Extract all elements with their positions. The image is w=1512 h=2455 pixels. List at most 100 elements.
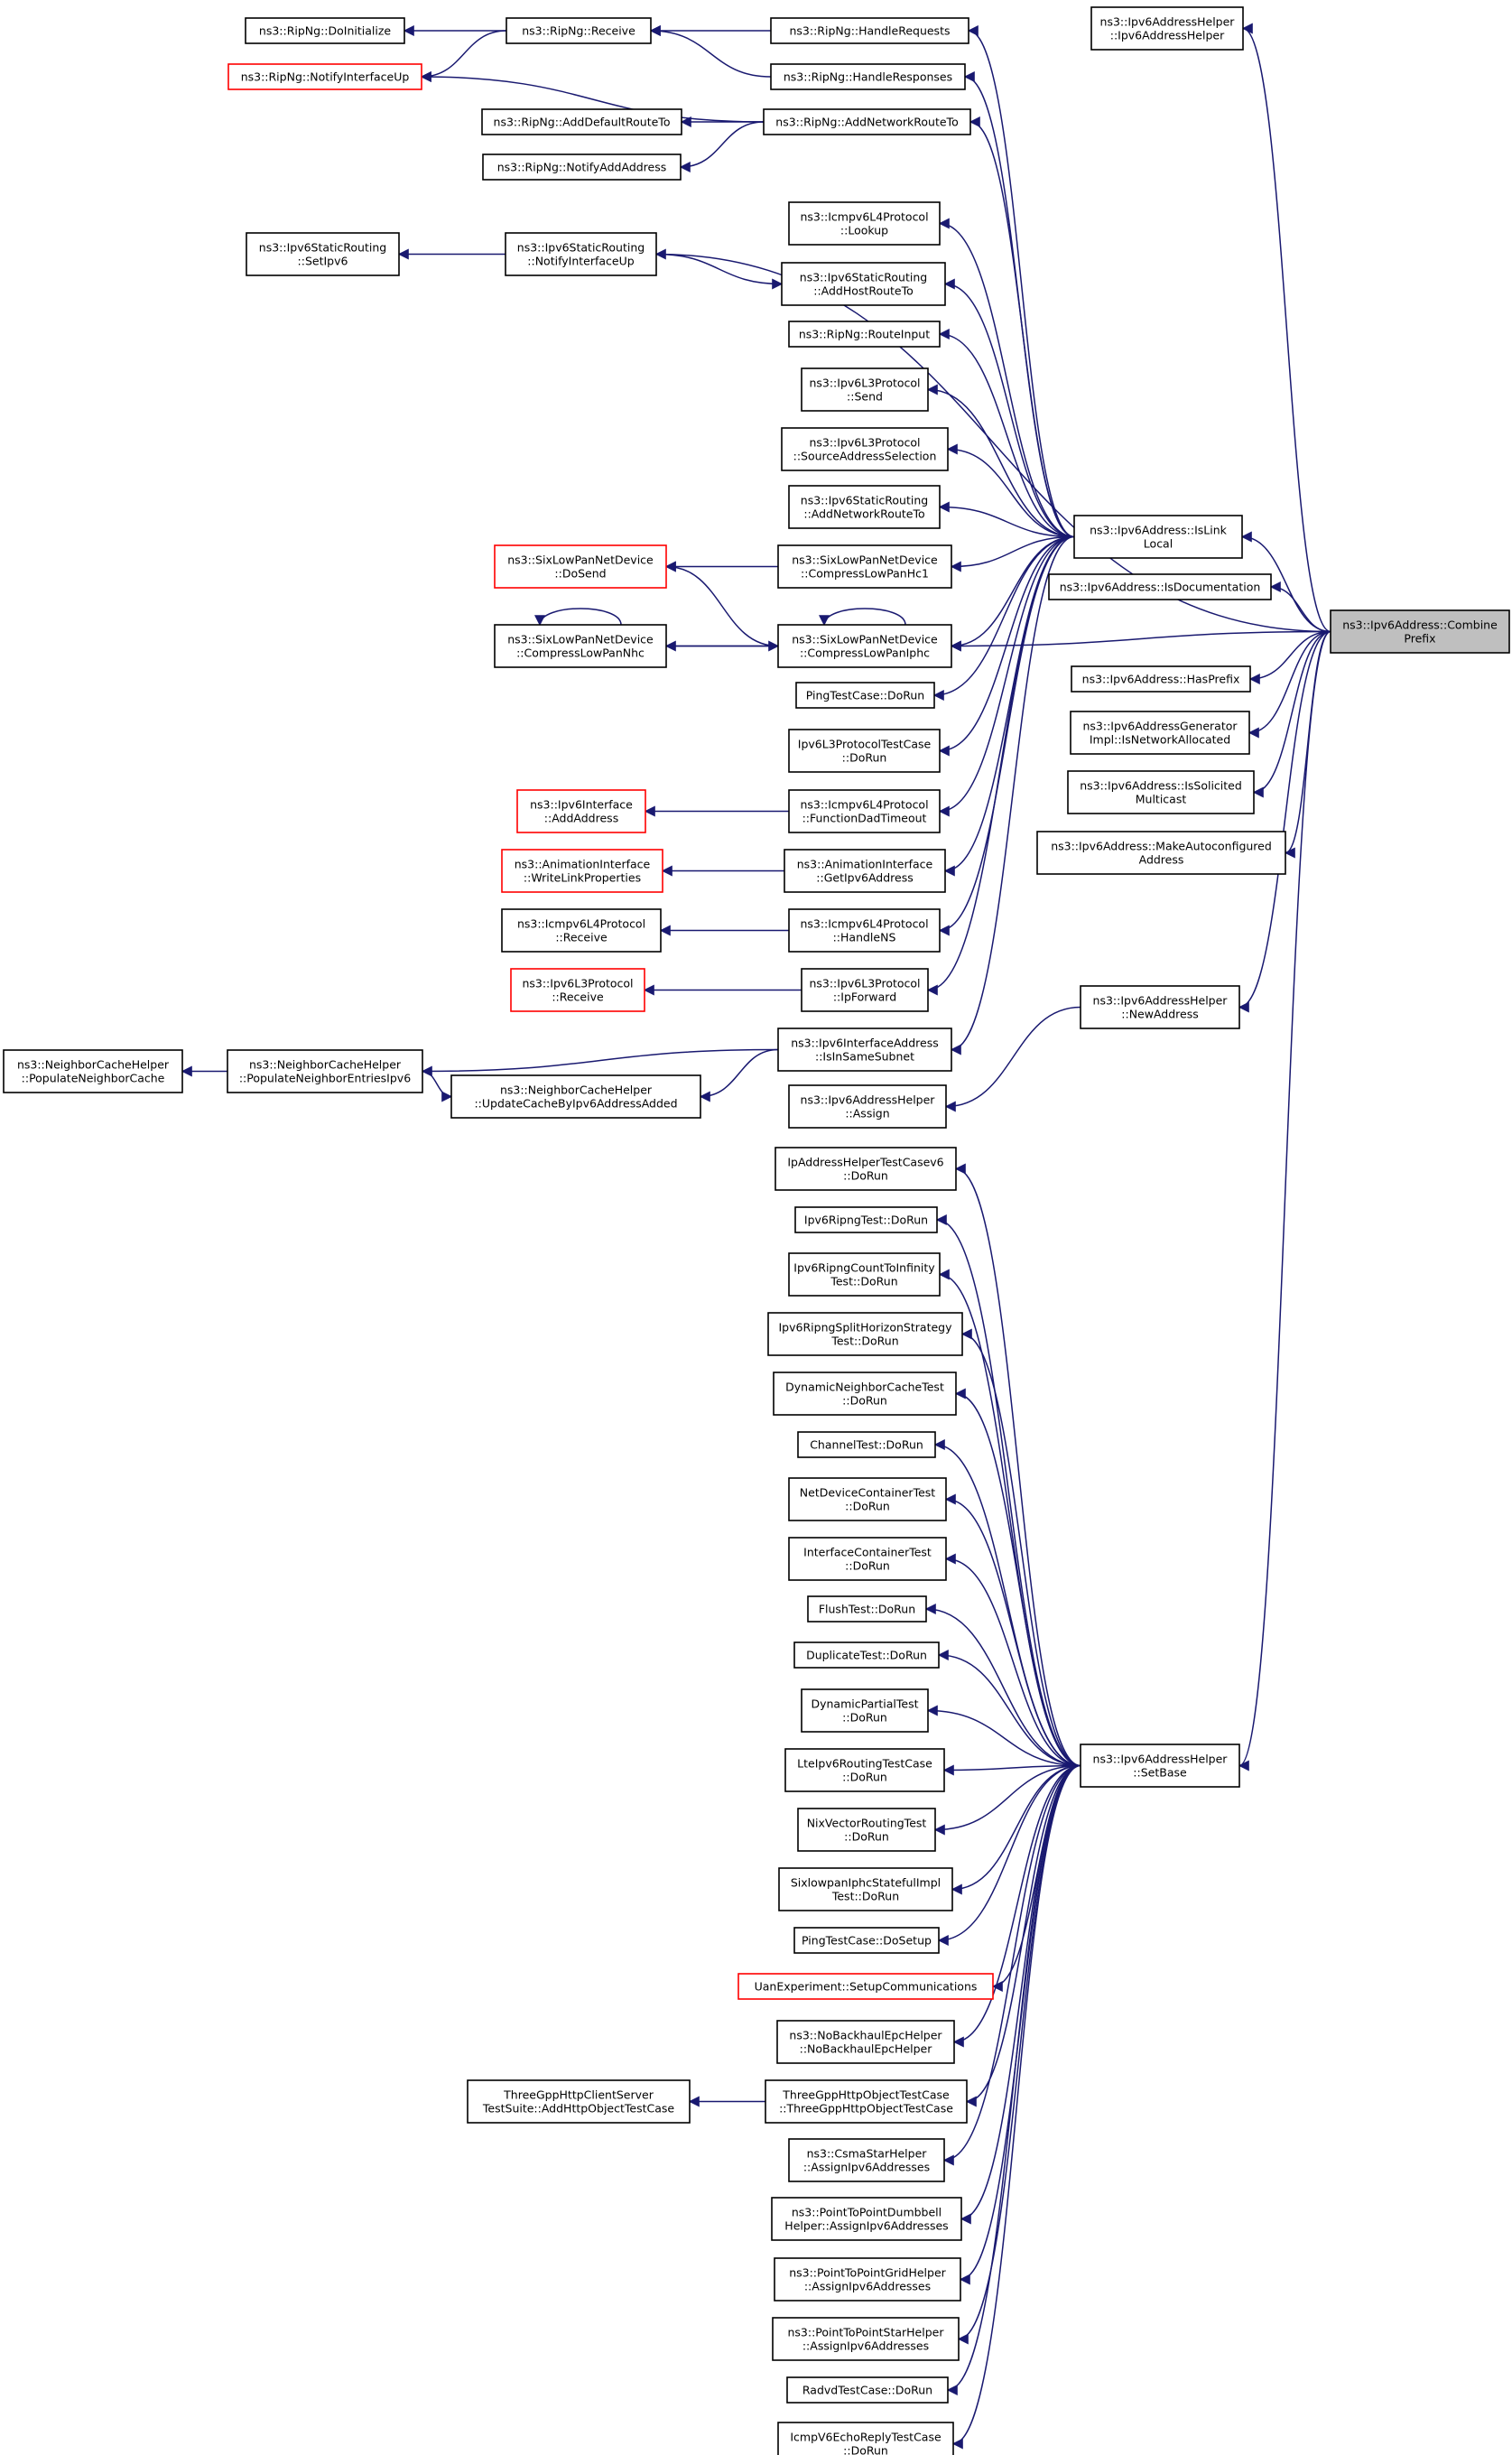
node-label: IpAddressHelperTestCasev6 (787, 1156, 943, 1169)
node-n50[interactable]: ChannelTest::DoRun (797, 1431, 936, 1458)
node-n68[interactable]: RadvdTestCase::DoRun (786, 2376, 949, 2404)
node-n19[interactable]: ns3::Ipv6StaticRouting::SetIpv6 (246, 232, 400, 276)
node-n21[interactable]: ns3::Ipv6StaticRouting::AddHostRouteTo (781, 262, 946, 306)
node-n12[interactable]: ns3::RipNg::AddNetworkRouteTo (763, 108, 971, 135)
node-n39[interactable]: ns3::Ipv6L3Protocol::Receive (510, 968, 645, 1012)
node-n3[interactable]: ns3::Ipv6Address::IsDocumentation (1048, 573, 1272, 600)
node-box (1036, 831, 1286, 875)
node-n17[interactable]: ns3::RipNg::NotifyAddAddress (482, 153, 682, 181)
node-label: ns3::Ipv6AddressGenerator (1082, 720, 1238, 733)
node-box (774, 2257, 961, 2302)
edge-n6-n0 (1252, 630, 1331, 798)
node-n45[interactable]: IpAddressHelperTestCasev6::DoRun (775, 1147, 957, 1191)
node-n32[interactable]: ns3::Icmpv6L4Protocol::FunctionDadTimeou… (788, 789, 941, 833)
node-n10[interactable]: ns3::RipNg::HandleRequests (770, 17, 969, 44)
node-n49[interactable]: DynamicNeighborCacheTest::DoRun (773, 1372, 957, 1416)
node-label: ::AssignIpv6Addresses (803, 2161, 930, 2174)
node-n42[interactable]: ns3::NeighborCacheHelper::PopulateNeighb… (3, 1049, 183, 1093)
node-n60[interactable]: UanExperiment::SetupCommunications (737, 1973, 994, 2000)
node-n24[interactable]: ns3::Ipv6L3Protocol::SourceAddressSelect… (781, 427, 949, 471)
node-box (1090, 6, 1244, 51)
node-label: ns3::SixLowPanNetDevice (507, 633, 654, 646)
node-label: UanExperiment::SetupCommunications (755, 1980, 978, 1994)
node-n54[interactable]: DuplicateTest::DoRun (793, 1641, 940, 1669)
node-n52[interactable]: InterfaceContainerTest::DoRun (788, 1537, 947, 1581)
node-n41[interactable]: ns3::NeighborCacheHelper::PopulateNeighb… (227, 1049, 423, 1093)
node-n62[interactable]: ThreeGppHttpObjectTestCase::ThreeGppHttp… (765, 2079, 968, 2124)
node-n9[interactable]: ns3::Ipv6AddressHelper::SetBase (1080, 1744, 1240, 1788)
node-n53[interactable]: FlushTest::DoRun (807, 1595, 927, 1623)
node-n7[interactable]: ns3::Ipv6Address::MakeAutoconfiguredAddr… (1036, 831, 1286, 875)
node-box (1070, 711, 1250, 755)
edge-n10-n2 (967, 25, 1075, 538)
node-box (801, 968, 929, 1012)
node-n69[interactable]: IcmpV6EchoReplyTestCase::DoRun (777, 2422, 954, 2455)
node-n31[interactable]: Ipv6L3ProtocolTestCase::DoRun (788, 729, 941, 773)
node-n13[interactable]: ns3::RipNg::Receive (506, 17, 652, 44)
edge-n1-n0 (1241, 23, 1331, 633)
node-n22[interactable]: ns3::RipNg::RouteInput (788, 321, 941, 348)
node-label: ::DoRun (842, 751, 887, 765)
node-n23[interactable]: ns3::Ipv6L3Protocol::Send (801, 367, 929, 412)
node-n30[interactable]: PingTestCase::DoRun (795, 682, 935, 709)
node-label: ::PopulateNeighborCache (22, 1072, 165, 1085)
node-n56[interactable]: LteIpv6RoutingTestCase::DoRun (784, 1748, 945, 1792)
node-n14[interactable]: ns3::RipNg::DoInitialize (245, 17, 405, 44)
node-n33[interactable]: ns3::Ipv6Interface::AddAddress (516, 789, 646, 833)
node-label: ns3::AnimationInterface (515, 858, 651, 871)
node-n57[interactable]: NixVectorRoutingTest::DoRun (797, 1808, 936, 1852)
node-box (467, 2079, 691, 2124)
node-n37[interactable]: ns3::Icmpv6L4Protocol::Receive (501, 908, 662, 953)
edge-n46-n9 (935, 1214, 1081, 1767)
edge-n27-n28 (664, 561, 779, 647)
node-n1[interactable]: ns3::Ipv6AddressHelper::Ipv6AddressHelpe… (1090, 6, 1244, 51)
node-n61[interactable]: ns3::NoBackhaulEpcHelper::NoBackhaulEpcH… (776, 2020, 955, 2064)
edge-n50-n9 (933, 1439, 1081, 1767)
node-label: ::AddHostRouteTo (813, 284, 914, 298)
node-n43[interactable]: ns3::NeighborCacheHelper::UpdateCacheByI… (450, 1074, 701, 1119)
node-n27[interactable]: ns3::SixLowPanNetDevice::DoSend (494, 544, 667, 589)
node-n28[interactable]: ns3::SixLowPanNetDevice::CompressLowPanI… (777, 624, 952, 668)
node-box (788, 201, 941, 246)
node-n8[interactable]: ns3::Ipv6AddressHelper::NewAddress (1080, 985, 1240, 1029)
node-n25[interactable]: ns3::Ipv6StaticRouting::AddNetworkRouteT… (788, 485, 941, 529)
node-n11[interactable]: ns3::RipNg::HandleResponses (770, 63, 966, 90)
node-n18[interactable]: ns3::Ipv6StaticRouting::NotifyInterfaceU… (505, 232, 657, 276)
node-label: TestSuite::AddHttpObjectTestCase (482, 2102, 675, 2116)
edge-n4-n0 (1248, 630, 1331, 684)
node-n40[interactable]: ns3::Ipv6InterfaceAddress::IsInSameSubne… (777, 1028, 952, 1072)
node-n51[interactable]: NetDeviceContainerTest::DoRun (788, 1477, 947, 1521)
node-n55[interactable]: DynamicPartialTest::DoRun (801, 1688, 929, 1733)
node-n15[interactable]: ns3::RipNg::NotifyInterfaceUp (227, 63, 422, 90)
node-n44[interactable]: ns3::Ipv6AddressHelper::Assign (788, 1084, 947, 1129)
node-n5[interactable]: ns3::Ipv6AddressGeneratorImpl::IsNetwork… (1070, 711, 1250, 755)
node-n4[interactable]: ns3::Ipv6Address::HasPrefix (1071, 665, 1251, 693)
node-n64[interactable]: ns3::CsmaStarHelper::AssignIpv6Addresses (788, 2138, 945, 2182)
node-n38[interactable]: ns3::Ipv6L3Protocol::IpForward (801, 968, 929, 1012)
node-n46[interactable]: Ipv6RipngTest::DoRun (794, 1206, 938, 1233)
node-n67[interactable]: ns3::PointToPointStarHelper::AssignIpv6A… (772, 2317, 960, 2361)
node-n16[interactable]: ns3::RipNg::AddDefaultRouteTo (481, 108, 682, 135)
graph-nodes: ns3::Ipv6Address::CombinePrefixns3::Ipv6… (3, 6, 1510, 2455)
node-n35[interactable]: ns3::AnimationInterface::WriteLinkProper… (501, 849, 663, 893)
node-n36[interactable]: ns3::Icmpv6L4Protocol::HandleNS (788, 908, 941, 953)
node-n65[interactable]: ns3::PointToPointDumbbellHelper::AssignI… (771, 2197, 962, 2241)
node-label: ns3::RipNg::AddDefaultRouteTo (494, 116, 671, 129)
node-n20[interactable]: ns3::Icmpv6L4Protocol::Lookup (788, 201, 941, 246)
node-n34[interactable]: ns3::AnimationInterface::GetIpv6Address (784, 849, 946, 893)
node-n26[interactable]: ns3::SixLowPanNetDevice::CompressLowPanH… (777, 544, 952, 589)
node-n29[interactable]: ns3::SixLowPanNetDevice::CompressLowPanN… (494, 624, 667, 668)
node-n59[interactable]: PingTestCase::DoSetup (793, 1927, 940, 1954)
node-label: ::DoSend (554, 567, 606, 581)
node-box (505, 232, 657, 276)
node-box (737, 1973, 994, 2000)
node-n66[interactable]: ns3::PointToPointGridHelper::AssignIpv6A… (774, 2257, 961, 2302)
node-label: ns3::RipNg::Receive (522, 24, 635, 38)
node-n63[interactable]: ThreeGppHttpClientServerTestSuite::AddHt… (467, 2079, 691, 2124)
